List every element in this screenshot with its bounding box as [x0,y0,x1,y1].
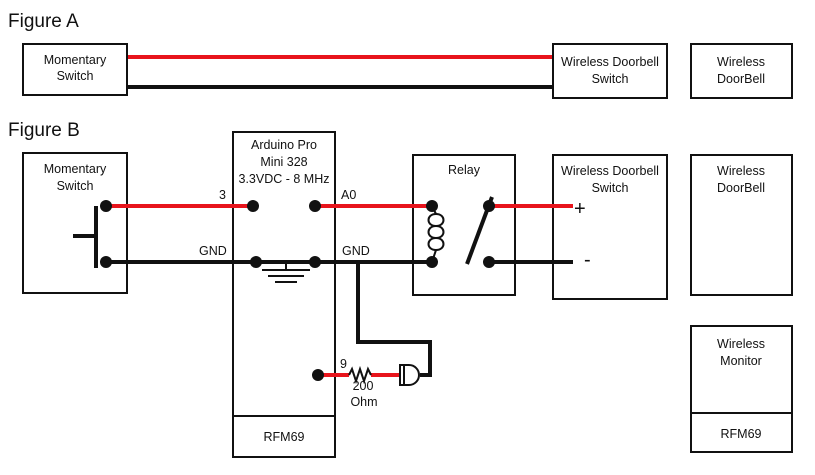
pin-3-label: 3 [219,188,226,202]
fig-b-momentary-switch-label-2: Switch [57,179,94,193]
monitor-radio-label: RFM69 [721,427,762,441]
arduino-radio-label: RFM69 [264,430,305,444]
relay-label: Relay [448,163,481,177]
fig-a-doorbell-switch-label-1: Wireless Doorbell [561,55,659,69]
fig-b-monitor: Wireless Monitor RFM69 [690,325,793,453]
fig-b-doorbell-label-2: DoorBell [717,181,765,195]
a0-node [309,200,321,212]
pin-a0-label: A0 [341,188,356,202]
pin9-node [312,369,324,381]
figure-a-title: Figure A [8,11,79,32]
fig-b-doorbell-switch: Wireless Doorbell Switch [552,154,668,300]
monitor-label-1: Wireless [717,337,765,351]
relay-contact-node-bottom [483,256,495,268]
plus-terminal-label: + [574,198,586,220]
ground-symbol [262,262,310,283]
gnd-left-node [250,256,262,268]
arduino-label-2: Mini 328 [260,155,307,169]
relay-coil-node-bottom [426,256,438,268]
pin-gnd-left-label: GND [199,244,227,258]
fig-b-momentary-switch-label-1: Momentary [44,162,107,176]
arduino-label-1: Arduino Pro [251,138,317,152]
wire-ground-to-led [356,262,432,377]
minus-terminal-label: - [584,249,591,271]
pin3-node [247,200,259,212]
fig-a-doorbell-label-2: DoorBell [717,72,765,86]
led-symbol [399,364,420,386]
fig-a-doorbell: Wireless DoorBell [690,43,793,99]
fig-a-momentary-switch-label-2: Switch [57,69,94,83]
fig-a-momentary-switch-label-1: Momentary [44,53,107,67]
relay-contact-node-top [483,200,495,212]
gnd-right-node [309,256,321,268]
switch-node-top [100,200,112,212]
relay-coil-node-top [426,200,438,212]
push-button-symbol [73,206,98,268]
pin-9-label: 9 [340,357,347,371]
fig-a-doorbell-switch-label-2: Switch [592,72,629,86]
resistor-symbol [348,365,372,385]
resistor-unit-label: Ohm [350,395,377,409]
fig-a-doorbell-label-1: Wireless [717,55,765,69]
switch-node-bottom [100,256,112,268]
fig-b-doorbell: Wireless DoorBell [690,154,793,296]
figure-b-title: Figure B [8,120,80,141]
fig-b-doorbell-switch-label-1: Wireless Doorbell [561,164,659,178]
pin-gnd-right-label: GND [342,244,370,258]
fig-a-momentary-switch: Momentary Switch [22,43,128,96]
fig-a-doorbell-switch: Wireless Doorbell Switch [552,43,668,99]
monitor-label-2: Monitor [720,354,762,368]
fig-b-relay: Relay [412,154,516,296]
fig-b-doorbell-label-1: Wireless [717,164,765,178]
fig-b-arduino: Arduino Pro Mini 328 3.3VDC - 8 MHz RFM6… [232,131,336,458]
resistor-value-label: 200 [353,379,374,393]
arduino-label-3: 3.3VDC - 8 MHz [239,172,330,186]
fig-b-momentary-switch: Momentary Switch [22,152,128,294]
fig-b-doorbell-switch-label-2: Switch [592,181,629,195]
